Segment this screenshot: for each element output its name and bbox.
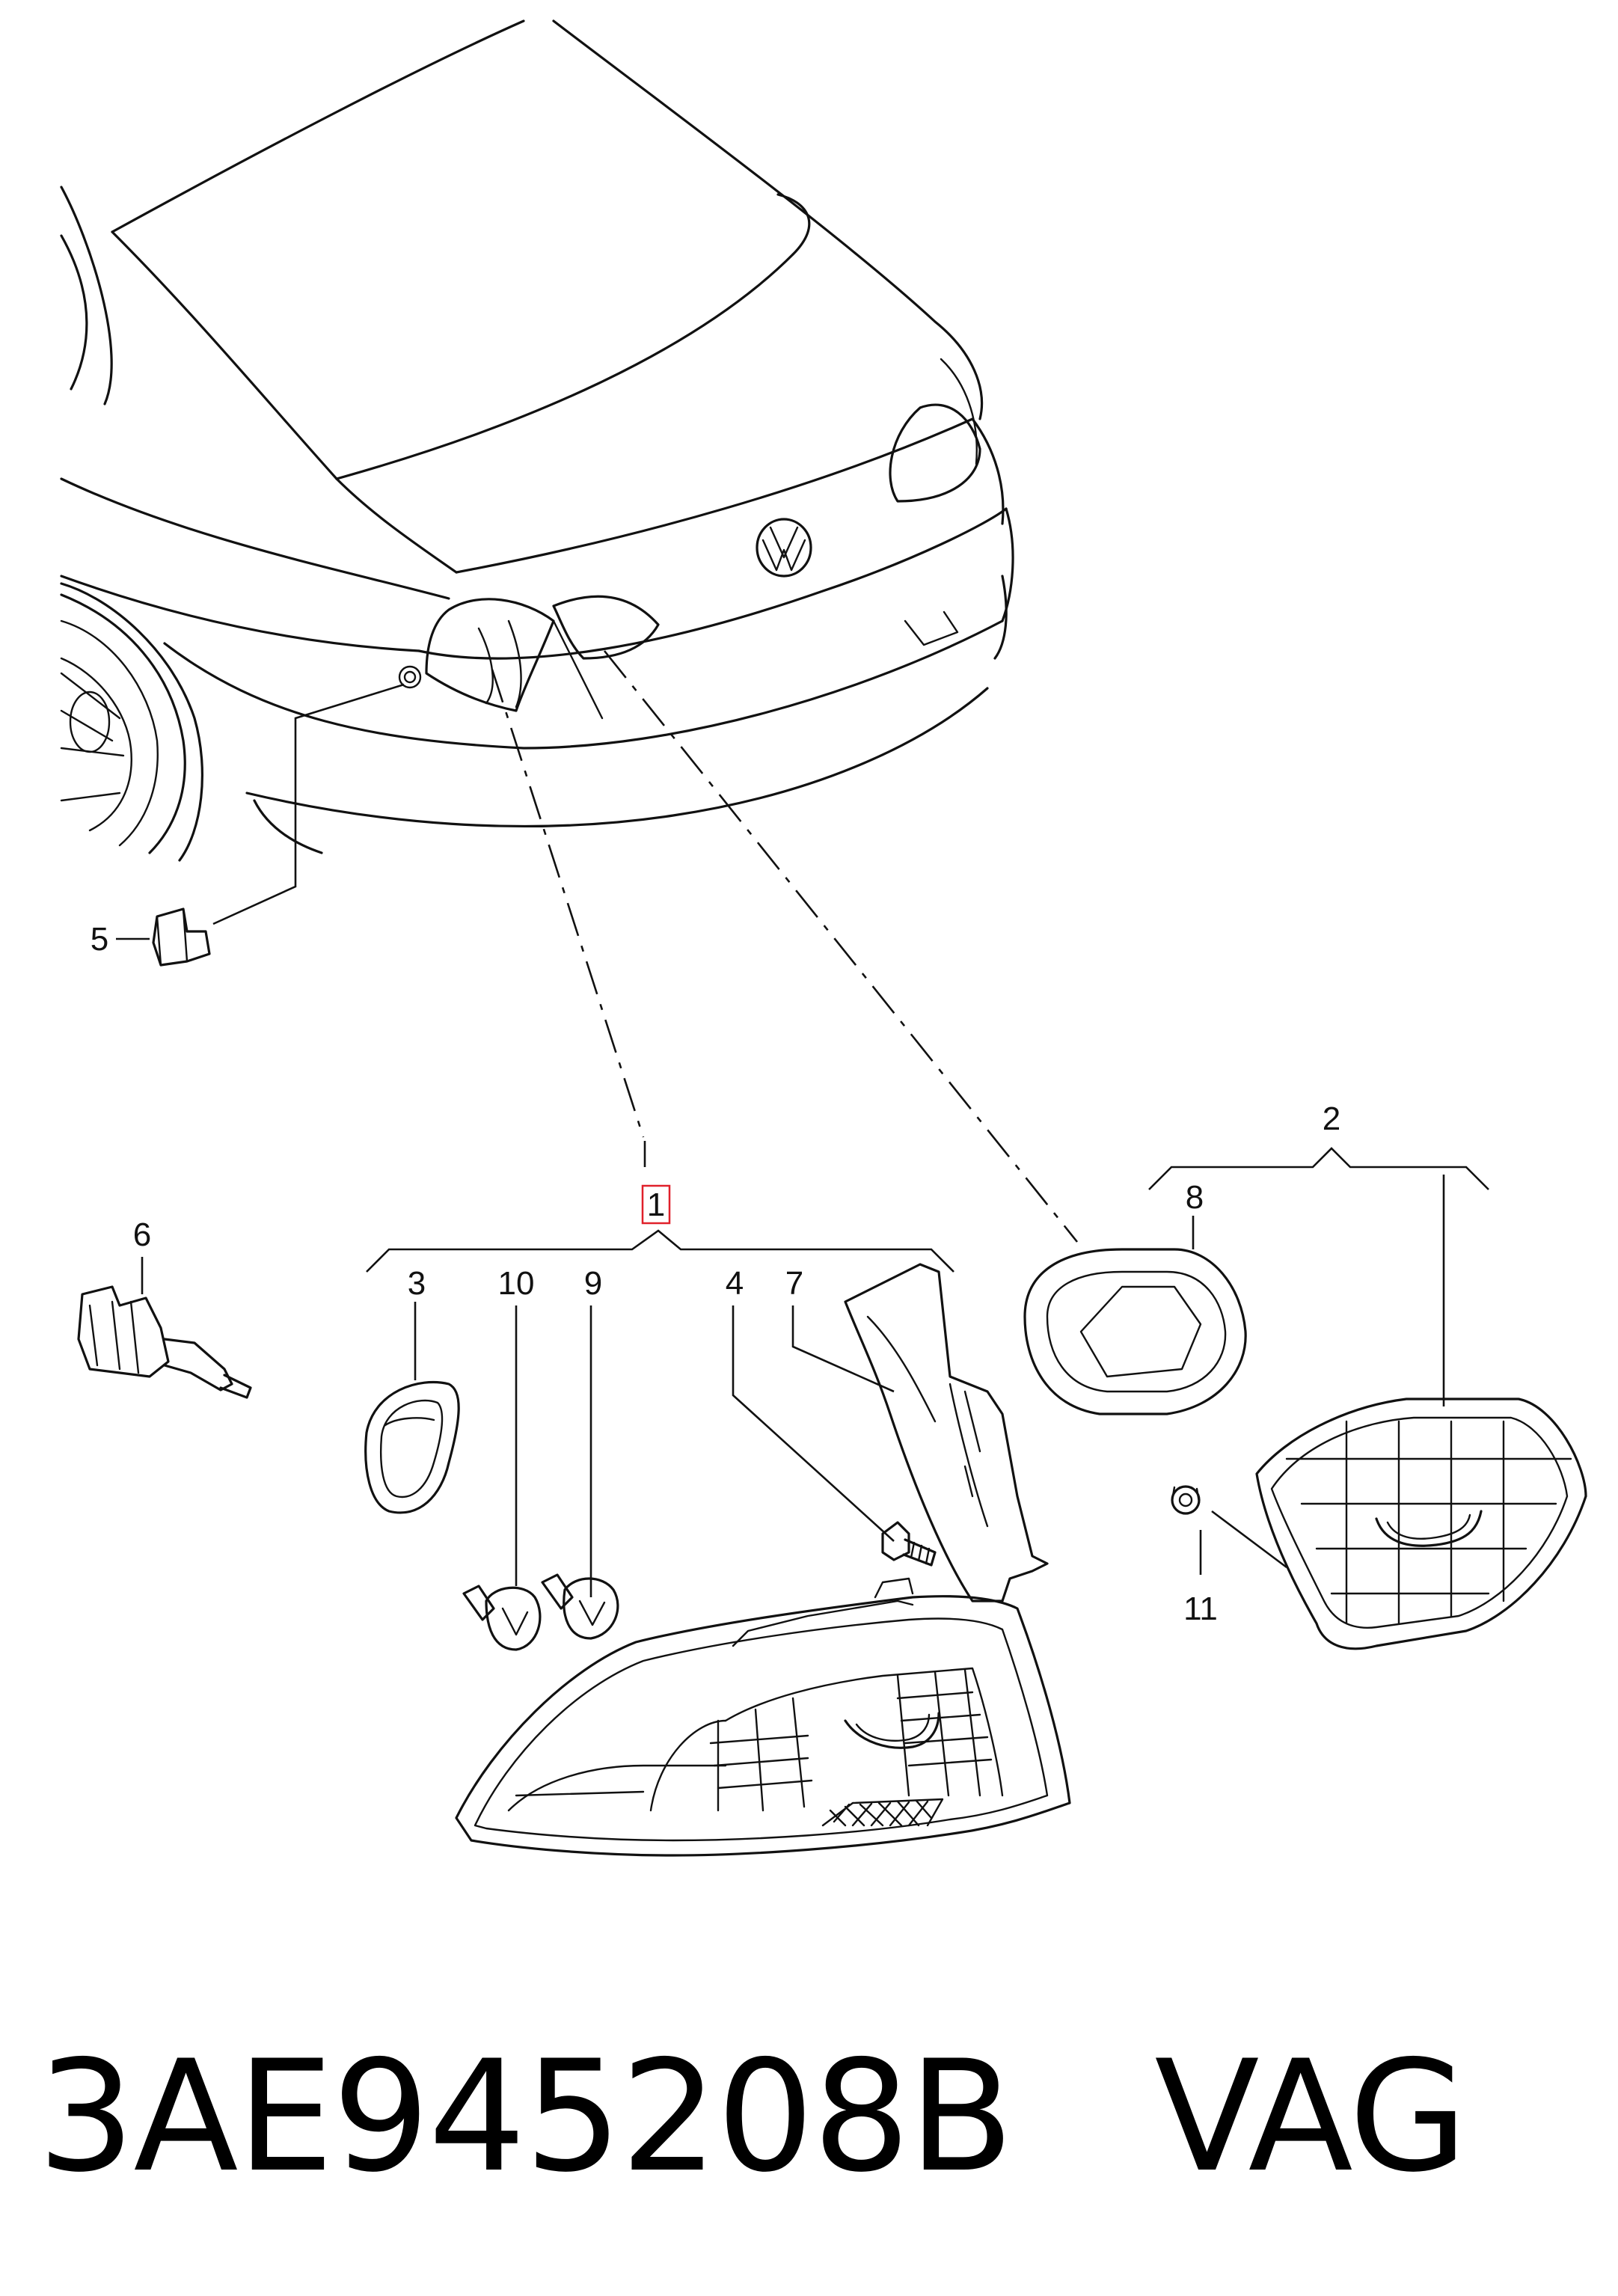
- callout-2: 2: [1323, 1100, 1340, 1137]
- part-1-highlight-box: [641, 1184, 671, 1225]
- clip-part-5: [152, 907, 211, 967]
- callout-numbers: 1 2 3 4 5 6 7 8 9 10 11: [91, 921, 1340, 1627]
- leader-lines: [212, 650, 1079, 1243]
- exploded-parts-diagram: 1 2 3 4 5 6 7 8 9 10 11: [60, 19, 1587, 1857]
- callout-5: 5: [91, 921, 108, 958]
- callout-9: 9: [584, 1265, 602, 1302]
- bulb-socket-part-6: [77, 1285, 252, 1399]
- cover-part-7: [844, 1263, 1049, 1602]
- callout-8: 8: [1186, 1179, 1204, 1216]
- callout-11: 11: [1183, 1591, 1218, 1627]
- screw-part-4: [881, 1521, 937, 1567]
- callout-3: 3: [408, 1265, 426, 1302]
- bulb-part-9: [541, 1573, 619, 1640]
- brand-name: VAG: [1154, 2028, 1468, 2206]
- part-number: 3AE945208B: [37, 2028, 1014, 2206]
- outer-tail-light-part-1: [455, 1577, 1071, 1857]
- part-leaders: [116, 937, 1445, 1597]
- callout-10: 10: [498, 1265, 535, 1302]
- bracket-part-1: [366, 1184, 954, 1273]
- callout-4: 4: [726, 1265, 744, 1302]
- inner-tail-light-part-2: [1255, 1398, 1587, 1650]
- gasket-part-8: [1023, 1248, 1247, 1415]
- callout-6: 6: [133, 1216, 151, 1253]
- callout-7: 7: [785, 1265, 803, 1302]
- caption: 3AE945208B VAG: [37, 2020, 1593, 2214]
- nut-part-11: [1171, 1485, 1201, 1515]
- bracket-part-2: [1148, 1147, 1489, 1190]
- callout-1: 1: [647, 1187, 665, 1223]
- gasket-part-3: [364, 1380, 460, 1514]
- car-rear-body: [60, 19, 1014, 862]
- bulb-part-10: [462, 1585, 542, 1651]
